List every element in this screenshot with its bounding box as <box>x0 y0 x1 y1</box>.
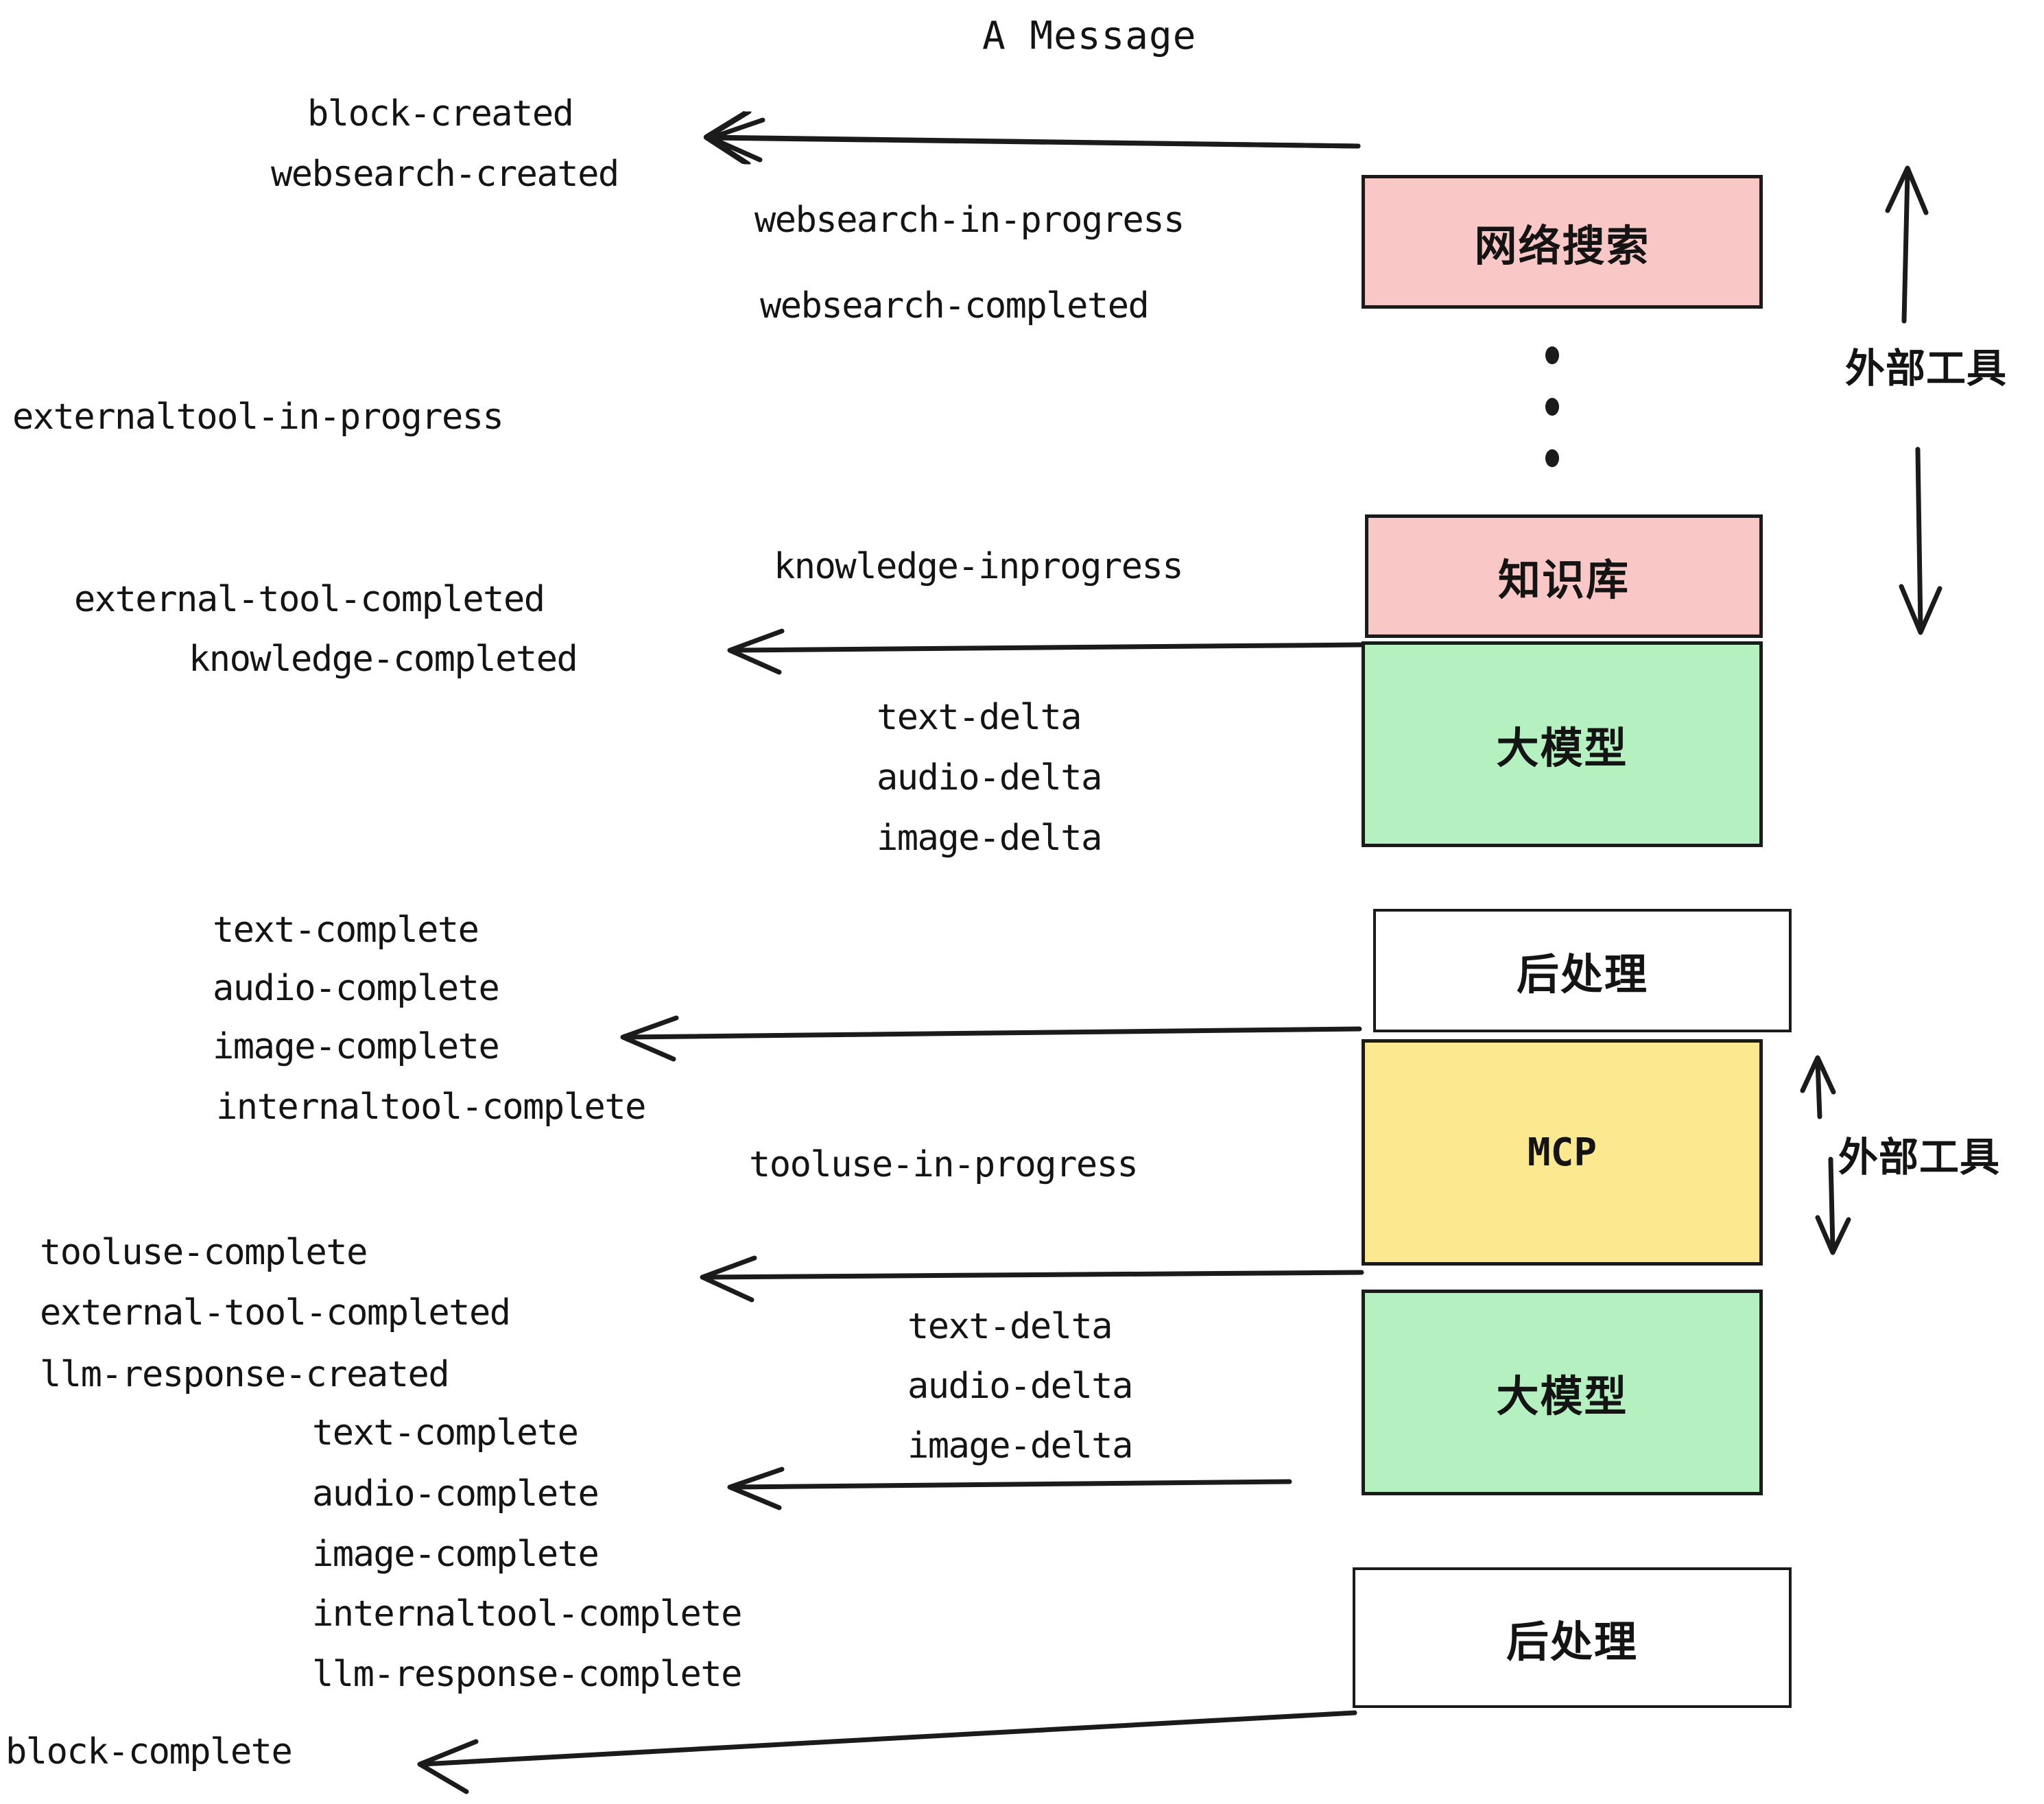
event-internaltool-complete-1: internaltool-complete <box>216 1087 646 1128</box>
ellipsis-dot <box>1545 398 1559 416</box>
side-label-external-tools-bottom: 外部工具 <box>1838 1134 2001 1180</box>
arrow-tooluse-complete <box>702 1270 1364 1280</box>
arrow-external-tools-bottom-up <box>1815 1059 1822 1119</box>
event-llm-response-complete: llm-response-complete <box>312 1654 742 1695</box>
event-knowledge-inprogress: knowledge-inprogress <box>774 546 1184 587</box>
arrowhead-external-tools-bottom-down <box>1815 1215 1851 1255</box>
arrowhead-external-tools-top-down <box>1899 584 1942 635</box>
event-websearch-completed: websearch-completed <box>760 285 1150 327</box>
arrowhead-external-tools-bottom-up <box>1800 1055 1836 1095</box>
arrow-external-tools-top-up <box>1901 170 1910 324</box>
event-internaltool-complete-2: internaltool-complete <box>312 1593 742 1635</box>
box-postprocess-2-label: 后处理 <box>1506 1616 1638 1667</box>
arrow-external-tools-bottom-down <box>1828 1156 1835 1250</box>
arrowhead-tooluse-complete <box>700 1255 757 1303</box>
event-external-tool-completed-1: external-tool-completed <box>74 579 545 620</box>
arrowhead-websearch-created <box>708 117 765 163</box>
box-llm-top-label: 大模型 <box>1496 723 1628 773</box>
event-text-delta-1: text-delta <box>877 697 1082 738</box>
event-tooluse-in-progress: tooluse-in-progress <box>749 1144 1139 1185</box>
arrow-audio-complete <box>730 1479 1292 1490</box>
event-image-delta-2: image-delta <box>907 1425 1133 1467</box>
box-llm-top[interactable]: 大模型 <box>1362 641 1763 847</box>
event-websearch-created: websearch-created <box>271 154 619 195</box>
event-llm-response-created: llm-response-created <box>40 1354 450 1395</box>
event-websearch-in-progress: websearch-in-progress <box>754 200 1185 241</box>
event-image-complete-1: image-complete <box>213 1026 500 1067</box>
box-websearch[interactable]: 网络搜索 <box>1362 175 1763 309</box>
arrowhead-external-tools-top-up <box>1885 165 1929 215</box>
ellipsis-dot <box>1545 449 1559 467</box>
arrowhead-block-complete <box>417 1739 479 1794</box>
ellipsis-dot <box>1545 346 1559 364</box>
box-postprocess-2[interactable]: 后处理 <box>1353 1567 1792 1708</box>
event-block-created: block-created <box>307 93 574 134</box>
event-text-complete-2: text-complete <box>312 1412 579 1453</box>
event-image-delta-1: image-delta <box>877 818 1102 859</box>
event-text-delta-2: text-delta <box>907 1306 1113 1347</box>
event-tooluse-complete: tooluse-complete <box>40 1232 368 1273</box>
box-mcp[interactable]: MCP <box>1362 1039 1763 1266</box>
event-audio-delta-2: audio-delta <box>907 1366 1133 1407</box>
box-llm-bottom-label: 大模型 <box>1496 1371 1628 1421</box>
arrowhead-audio-complete <box>727 1467 785 1510</box>
box-knowledge[interactable]: 知识库 <box>1365 514 1763 638</box>
event-externaltool-in-progress: externaltool-in-progress <box>12 396 504 438</box>
arrowhead-image-complete <box>620 1015 679 1062</box>
event-block-complete: block-complete <box>5 1731 293 1772</box>
arrow-websearch-created <box>706 137 1361 146</box>
event-audio-delta-1: audio-delta <box>877 757 1102 798</box>
arrowhead-knowledge-completed <box>727 628 785 675</box>
box-mcp-label: MCP <box>1527 1130 1597 1175</box>
event-image-complete-2: image-complete <box>312 1534 599 1575</box>
box-websearch-label: 网络搜索 <box>1474 220 1650 271</box>
box-llm-bottom[interactable]: 大模型 <box>1362 1290 1763 1495</box>
event-text-complete-1: text-complete <box>213 910 479 951</box>
event-audio-complete-2: audio-complete <box>312 1473 599 1515</box>
event-external-tool-completed-2: external-tool-completed <box>40 1292 511 1333</box>
event-knowledge-completed: knowledge-completed <box>189 639 578 680</box>
arrow-external-tools-top-down <box>1915 447 1923 630</box>
box-postprocess-1[interactable]: 后处理 <box>1373 909 1792 1032</box>
event-audio-complete-1: audio-complete <box>213 968 500 1009</box>
box-knowledge-label: 知识库 <box>1497 555 1630 605</box>
diagram-title: A Message <box>982 14 1197 58</box>
arrow-image-complete <box>623 1026 1362 1040</box>
arrow-block-complete <box>420 1710 1357 1767</box>
arrow-knowledge-completed <box>730 642 1364 653</box>
side-label-external-tools-top: 外部工具 <box>1845 345 2008 392</box>
box-postprocess-1-label: 后处理 <box>1516 949 1648 999</box>
